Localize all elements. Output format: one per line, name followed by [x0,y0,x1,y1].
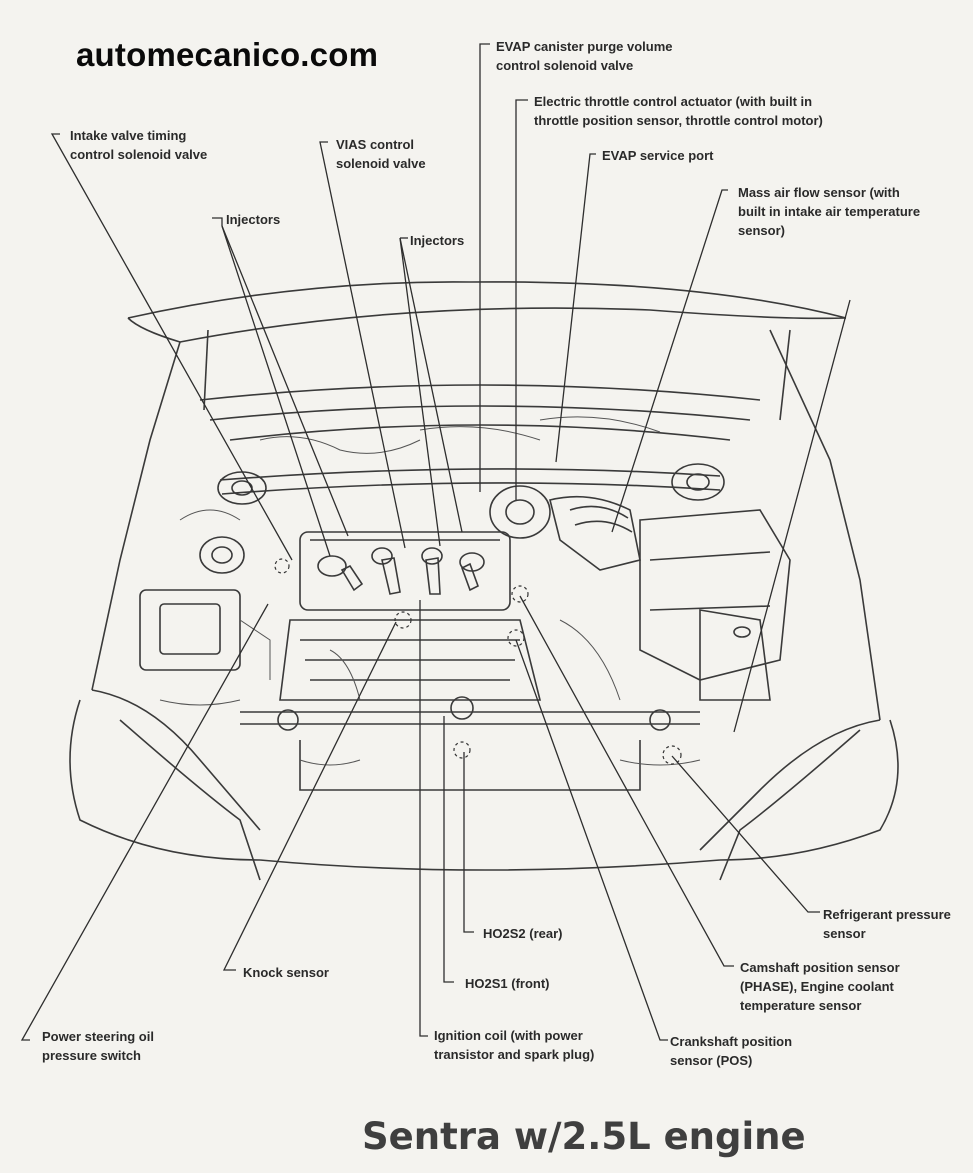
site-title: automecanico.com [76,36,379,73]
sensor-markers [274,558,682,765]
diagram-caption: Sentra w/2.5L engine [362,1115,806,1158]
label-throttle-actuator: Electric throttle control actuator (with… [534,94,823,128]
label-injectors-right: Injectors [410,233,465,248]
leader-lines [20,43,851,1041]
engine-bay-drawing [69,281,899,881]
label-ho2s1: HO2S1 (front) [465,976,550,991]
label-camshaft-sensor: Camshaft position sensor(PHASE), Engine … [740,960,900,1013]
label-ho2s2: HO2S2 (rear) [483,926,563,941]
label-knock-sensor: Knock sensor [243,965,329,980]
label-evap-service-port: EVAP service port [602,148,714,163]
label-injectors-left: Injectors [226,212,281,227]
engine-bay-detail-lines [159,416,701,766]
